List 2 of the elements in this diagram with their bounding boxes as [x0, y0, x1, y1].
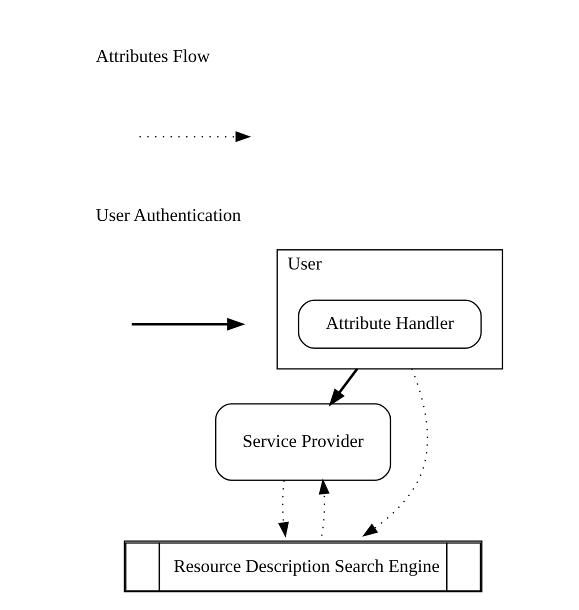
legend-label: User Authentication	[96, 204, 242, 225]
legend-label: Attributes Flow	[96, 46, 210, 66]
